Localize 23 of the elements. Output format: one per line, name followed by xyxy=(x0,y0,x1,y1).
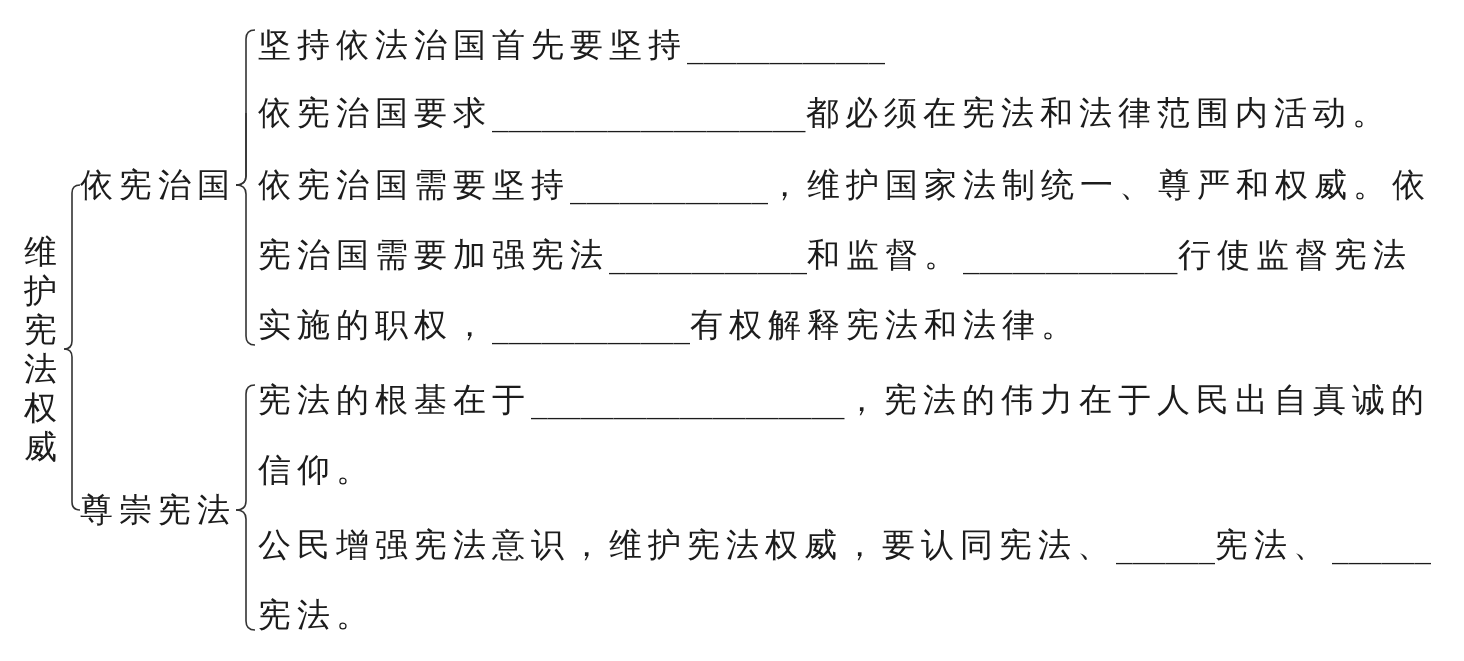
fill-in-line: _____________ xyxy=(963,235,1178,274)
fill-in-line: ___________________ xyxy=(531,380,845,419)
curly-brace xyxy=(63,348,81,511)
statement-text: 依宪治国要求___________________都必须在宪法和法律范围内活动。 xyxy=(246,78,1391,148)
statement-text: 公民增强宪法意识，维护宪法权威，要认同宪法、______宪法、______宪法。 xyxy=(246,510,1443,650)
curly-brace xyxy=(235,184,256,346)
fill-in-line: ____________ xyxy=(609,235,807,274)
curly-brace xyxy=(235,112,247,186)
curly-brace xyxy=(63,184,81,350)
fill-in-line: ____________ xyxy=(687,25,885,64)
curly-brace xyxy=(235,384,256,511)
fill-in-line: ______ xyxy=(1116,525,1215,564)
fill-in-line: ____________ xyxy=(492,305,690,344)
fill-in-line: ______ xyxy=(1332,525,1431,564)
root-topic-label: 维护宪法权威 xyxy=(24,232,64,466)
topic-label: 依宪治国 xyxy=(72,150,236,220)
curly-brace xyxy=(235,509,256,631)
statement-text: 依宪治国需要坚持____________，维护国家法制统一、尊严和权威。依宪治国需要加强宪法____________和监督。_____________行使监督宪法实施的职权，____________有权解释宪法和法律。 xyxy=(246,150,1443,360)
statement-text: 坚持依法治国首先要坚持____________ xyxy=(246,10,885,80)
statement-text: 宪法的根基在于___________________，宪法的伟力在于人民出自真诚的信仰。 xyxy=(246,365,1443,505)
fill-in-line: ___________________ xyxy=(492,93,806,132)
topic-label: 尊崇宪法 xyxy=(72,475,236,545)
fill-in-line: ____________ xyxy=(570,165,768,204)
